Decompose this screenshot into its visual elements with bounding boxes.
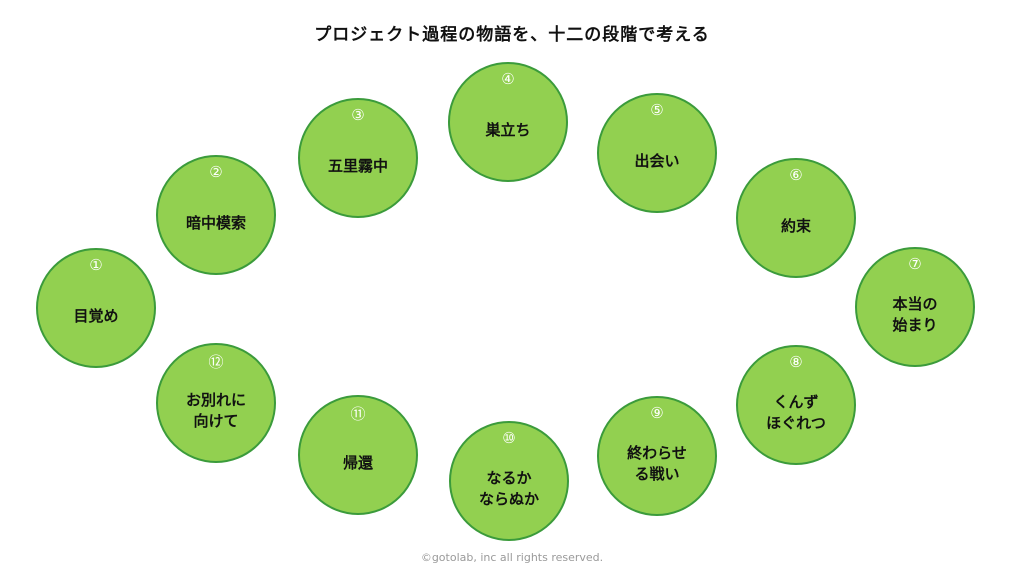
stage-circle-9: ⑨ 終わらせ る戦い	[597, 396, 717, 516]
stage-number: ⑨	[650, 404, 664, 422]
stage-label: 本当の 始まり	[892, 295, 938, 334]
stage-circle-7: ⑦ 本当の 始まり	[855, 247, 975, 367]
stage-number: ④	[501, 70, 515, 88]
copyright-notice: ©gotolab, inc all rights reserved.	[420, 551, 604, 564]
stage-number: ⑧	[789, 353, 803, 371]
stage-label: 暗中模索	[185, 213, 246, 232]
stage-label: なるか ならぬか	[478, 469, 539, 508]
stage-label: 帰還	[342, 453, 373, 472]
stage-circle-1: ① 目覚め	[36, 248, 156, 368]
stage-circle-11: ⑪ 帰還	[298, 395, 418, 515]
stage-number: ⑥	[789, 166, 803, 184]
stage-number: ⑤	[650, 101, 664, 119]
stage-circle-10: ⑩ なるか ならぬか	[449, 421, 569, 541]
stage-number: ②	[209, 163, 223, 181]
stage-circle-12: ⑫ お別れに 向けて	[156, 343, 276, 463]
stage-label: 巣立ち	[485, 120, 531, 139]
stage-label: 目覚め	[73, 306, 119, 325]
diagram-title: プロジェクト過程の物語を、十二の段階で考える	[314, 25, 710, 45]
stage-number: ⑦	[908, 255, 922, 273]
stage-label: 五里霧中	[327, 156, 388, 175]
stage-circle-5: ⑤ 出会い	[597, 93, 717, 213]
stage-number: ③	[351, 106, 365, 124]
stage-circle-8: ⑧ くんず ほぐれつ	[736, 345, 856, 465]
stage-number: ⑩	[502, 429, 516, 447]
stage-label: 出会い	[634, 151, 680, 170]
stage-circle-2: ② 暗中模索	[156, 155, 276, 275]
stage-label: 終わらせ る戦い	[627, 444, 687, 483]
stage-number: ⑪	[350, 405, 366, 423]
stage-label: お別れに 向けて	[185, 391, 246, 430]
stage-circle-6: ⑥ 約束	[736, 158, 856, 278]
stage-circle-3: ③ 五里霧中	[298, 98, 418, 218]
stage-label: 約束	[780, 216, 811, 235]
stage-number: ⑫	[208, 353, 224, 371]
stage-circle-4: ④ 巣立ち	[448, 62, 568, 182]
stage-label: くんず ほぐれつ	[766, 393, 826, 432]
stage-number: ①	[89, 256, 103, 274]
